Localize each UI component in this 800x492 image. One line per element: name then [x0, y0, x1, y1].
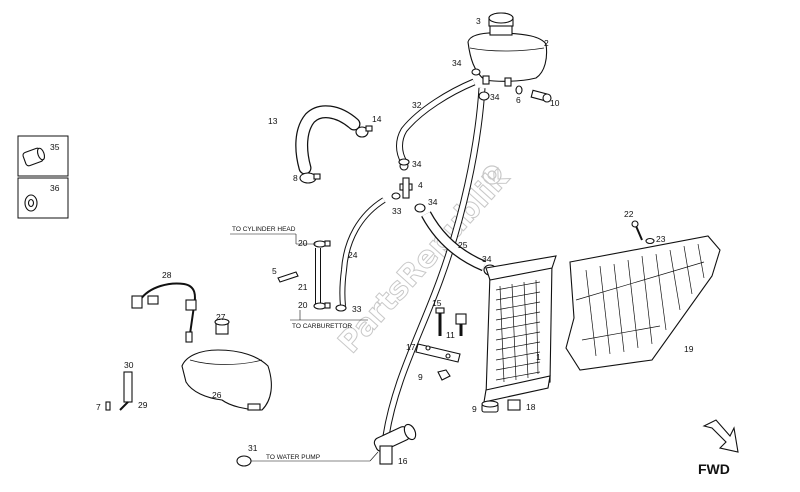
clip-5[interactable]	[277, 271, 299, 283]
hose-32[interactable]	[396, 78, 476, 164]
callout-22: 22	[624, 209, 634, 219]
callout-9-plug: 9	[472, 404, 477, 414]
clamp-33-bottom[interactable]	[335, 304, 347, 312]
label-to-water-pump: TO WATER PUMP	[266, 454, 320, 461]
fwd-label: FWD	[698, 461, 730, 477]
clamp-31[interactable]	[236, 455, 252, 467]
callout-6: 6	[516, 95, 521, 105]
callout-18: 18	[526, 402, 536, 412]
callout-25: 25	[458, 240, 468, 250]
callout-20-top: 20	[298, 238, 308, 248]
clamp-34-tee-bottom[interactable]	[414, 203, 426, 213]
label-to-carburettor: TO CARBURETTOR	[292, 323, 352, 330]
radiator-1[interactable]	[483, 255, 557, 403]
legend-number-36: 36	[50, 183, 60, 193]
sensor-cable-28[interactable]	[131, 282, 197, 343]
callout-20-bottom: 20	[298, 300, 308, 310]
callout-16: 16	[398, 456, 408, 466]
ref-line-carburettor	[290, 310, 368, 321]
washer-icon	[24, 194, 38, 212]
callout-34-tank-right: 34	[490, 92, 500, 102]
washer-23[interactable]	[645, 237, 655, 245]
callout-7: 7	[96, 402, 101, 412]
tank-screw[interactable]	[530, 89, 552, 103]
callout-29: 29	[138, 400, 148, 410]
forward-arrow-icon	[702, 419, 739, 453]
radiator-core	[495, 279, 541, 383]
bolt-11[interactable]	[455, 313, 467, 336]
callout-14: 14	[372, 114, 382, 124]
clamp-20-top[interactable]	[313, 240, 331, 248]
tank-washer[interactable]	[515, 85, 523, 95]
callout-2: 2	[544, 38, 549, 48]
callout-1: 1	[536, 352, 541, 362]
callout-17: 17	[406, 342, 416, 352]
plug-9[interactable]	[481, 400, 499, 413]
ref-line-water-pump	[248, 451, 379, 462]
level-sensor-29[interactable]	[119, 371, 133, 411]
callout-32: 32	[412, 100, 422, 110]
ref-line-cylinder-head	[230, 233, 316, 245]
clamp-20-bottom[interactable]	[313, 302, 331, 310]
callout-13: 13	[268, 116, 278, 126]
radiator-grille-19[interactable]	[565, 235, 721, 371]
callout-8: 8	[293, 173, 298, 183]
callout-33-tee: 33	[392, 206, 402, 216]
callout-labels: 1 2 3 4 5 6 7 8 9 9 10 11 13 14 15 16 17…	[96, 16, 694, 466]
tank-cap[interactable]	[488, 12, 514, 36]
water-pump-fitting-16[interactable]	[373, 423, 418, 465]
expansion-tank[interactable]	[467, 32, 548, 87]
sleeve-icon	[22, 147, 46, 167]
callout-10: 10	[550, 98, 560, 108]
callout-27: 27	[216, 312, 226, 322]
clamp-34-tank-left[interactable]	[471, 68, 481, 76]
hose-long-water-pump[interactable]	[382, 87, 486, 437]
callout-23: 23	[656, 234, 666, 244]
callout-34-tee-bottom: 34	[428, 197, 438, 207]
tee-fitting-4[interactable]	[399, 161, 413, 199]
callout-31: 31	[248, 443, 258, 453]
callout-28: 28	[162, 270, 172, 280]
label-to-cylinder-head: TO CYLINDER HEAD	[232, 226, 296, 233]
callout-30: 30	[124, 360, 134, 370]
nut-9-bracket[interactable]	[437, 369, 451, 381]
callout-34-radiator: 34	[482, 254, 492, 264]
cap-27[interactable]	[214, 318, 230, 335]
callout-19: 19	[684, 344, 694, 354]
clamp-33-tee[interactable]	[391, 192, 401, 200]
callout-3: 3	[476, 16, 481, 26]
callout-4: 4	[418, 180, 423, 190]
clamp-14[interactable]	[355, 125, 373, 138]
clamp-34-tee-top[interactable]	[398, 158, 410, 166]
callout-24: 24	[348, 250, 358, 260]
callout-9-bracket: 9	[418, 372, 423, 382]
clamp-8[interactable]	[299, 172, 321, 184]
bolt-15[interactable]	[435, 307, 445, 336]
bracket-17[interactable]	[415, 343, 461, 363]
gear-watermark-icon	[482, 165, 502, 185]
reservoir-26[interactable]	[181, 349, 272, 411]
clamp-7[interactable]	[105, 401, 111, 411]
legend-number-35: 35	[50, 142, 60, 152]
clamp-34-tank-right[interactable]	[478, 91, 490, 101]
fitting-18[interactable]	[507, 399, 521, 411]
callout-21: 21	[298, 282, 308, 292]
legend-box-35[interactable]: 35	[17, 135, 69, 177]
callout-11: 11	[446, 330, 455, 340]
legend-box-36[interactable]: 36	[17, 177, 69, 219]
callout-26: 26	[212, 390, 222, 400]
callout-15: 15	[432, 298, 442, 308]
callout-34-tank-left: 34	[452, 58, 462, 68]
hose-25[interactable]	[421, 211, 487, 272]
hose-13[interactable]	[295, 105, 361, 175]
callout-34-tee-top: 34	[412, 159, 422, 169]
hose-24[interactable]	[339, 197, 386, 307]
callout-33-bottom: 33	[352, 304, 362, 314]
screw-22[interactable]	[631, 220, 643, 241]
callout-5: 5	[272, 266, 277, 276]
